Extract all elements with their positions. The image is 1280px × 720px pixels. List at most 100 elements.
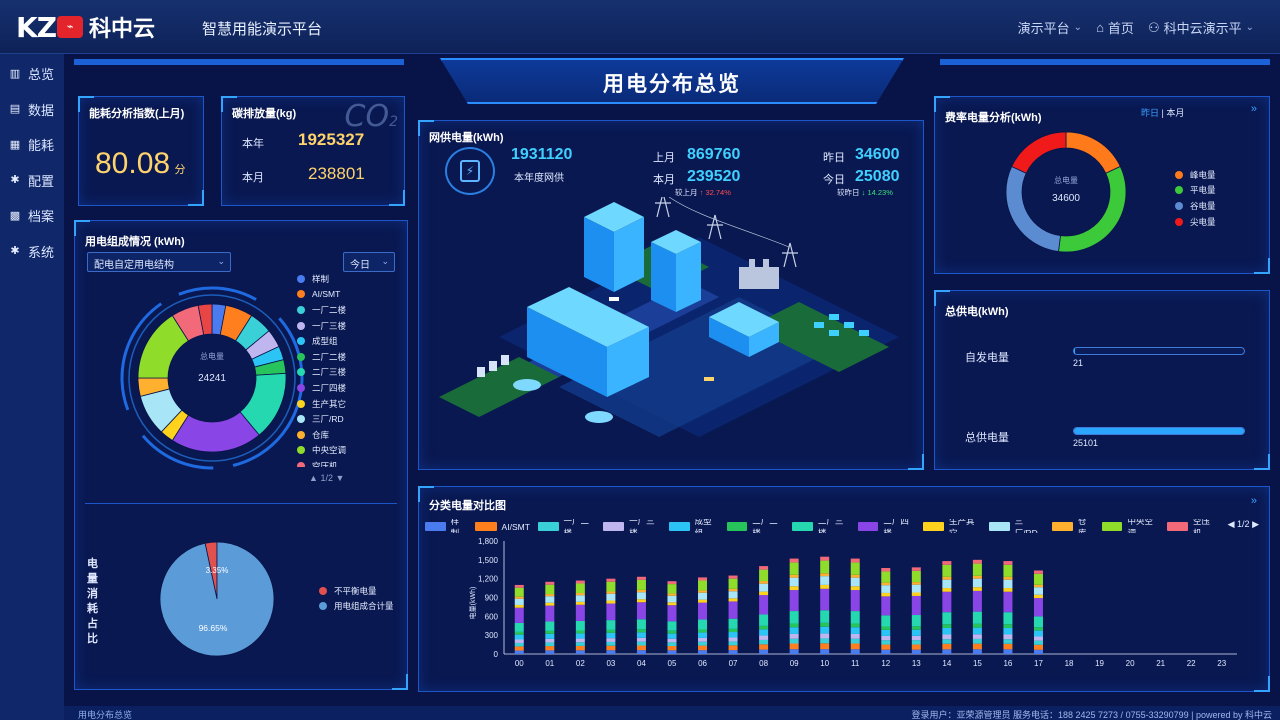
bar-segment[interactable] [820,633,830,639]
bar-segment[interactable] [881,596,891,616]
tab-yesterday[interactable]: 昨日 [1141,108,1160,118]
bar-segment[interactable] [1033,649,1043,654]
donut-slice[interactable] [1065,131,1121,174]
bar-segment[interactable] [759,591,769,596]
legend-item[interactable]: 空压机 [297,458,346,467]
legend-item[interactable]: 仓库 [1052,519,1094,533]
bar-segment[interactable] [514,622,524,632]
bar-segment[interactable] [911,649,921,654]
bar-segment[interactable] [667,630,677,634]
bar-segment[interactable] [972,587,982,591]
bar-segment[interactable] [759,566,769,570]
legend-item[interactable]: 谷电量 [1175,198,1216,214]
legend-item[interactable]: 平电量 [1175,183,1216,199]
bar-segment[interactable] [850,558,860,563]
pager-prev-icon[interactable]: ◀ [1227,519,1235,529]
bar-segment[interactable] [820,560,830,574]
bar-segment[interactable] [881,615,891,627]
bar-segment[interactable] [514,646,524,651]
bar-segment[interactable] [1033,627,1043,631]
legend-item[interactable]: 用电组成合计量 [319,599,394,615]
pager-next-icon[interactable]: ▶ [1252,519,1259,529]
legend-item[interactable]: 二厂二楼 [297,349,346,365]
bar-segment[interactable] [698,650,708,654]
legend-item[interactable]: 峰电量 [1175,167,1216,183]
bar-segment[interactable] [606,650,616,654]
bar-segment[interactable] [759,614,769,626]
bar-segment[interactable] [911,582,921,585]
bar-segment[interactable] [1033,587,1043,595]
logo[interactable]: KZ ⌁ 科中云 [16,11,155,44]
bar-segment[interactable] [1003,639,1013,644]
bar-segment[interactable] [667,633,677,639]
bar-segment[interactable] [667,584,677,594]
bar-segment[interactable] [728,645,738,651]
bar-segment[interactable] [545,602,555,606]
bar-segment[interactable] [972,590,982,612]
bar-segment[interactable] [667,621,677,631]
legend-item[interactable]: 不平衡电量 [319,583,394,599]
bar-segment[interactable] [881,640,891,645]
bar-segment[interactable] [545,646,555,651]
bar-segment[interactable] [972,627,982,635]
bar-segment[interactable] [667,605,677,622]
bar-segment[interactable] [636,576,646,580]
bar-segment[interactable] [942,561,952,565]
bar-segment[interactable] [911,640,921,645]
bar-segment[interactable] [606,632,616,639]
home-link[interactable]: ⌂ 首页 [1096,18,1134,37]
bar-segment[interactable] [1003,643,1013,650]
bar-segment[interactable] [698,580,708,591]
sidebar-item-archive[interactable]: ▩ 档案 [0,198,64,234]
bar-segment[interactable] [942,627,952,635]
tab-month[interactable]: 本月 [1166,108,1185,118]
bar-segment[interactable] [514,639,524,643]
bar-segment[interactable] [514,642,524,647]
bar-segment[interactable] [820,626,830,634]
bar-segment[interactable] [850,643,860,650]
bar-segment[interactable] [606,645,616,651]
bar-segment[interactable] [972,563,982,576]
bar-segment[interactable] [698,632,708,638]
bar-segment[interactable] [881,582,891,586]
bar-segment[interactable] [789,643,799,650]
legend-item[interactable]: 二厂四楼 [857,519,916,533]
bar-segment[interactable] [1003,579,1013,589]
sidebar-item-overview[interactable]: ▥ 总览 [0,56,64,92]
bar-segment[interactable] [667,595,677,603]
bar-segment[interactable] [1003,576,1013,580]
legend-item[interactable]: 二厂三楼 [792,519,850,533]
bar-segment[interactable] [911,644,921,650]
donut-slice[interactable] [1011,131,1067,174]
legend-item[interactable]: 仓库 [297,427,346,443]
bar-segment[interactable] [850,611,860,624]
donut-slice[interactable] [197,303,213,336]
bar-segment[interactable] [1003,624,1013,628]
bar-segment[interactable] [759,583,769,592]
bar-segment[interactable] [820,576,830,585]
bar-segment[interactable] [972,638,982,644]
bar-segment[interactable] [728,641,738,646]
bar-segment[interactable] [1033,630,1043,637]
bar-segment[interactable] [698,619,708,630]
bar-segment[interactable] [575,638,585,643]
bar-segment[interactable] [881,592,891,597]
bar-segment[interactable] [789,586,799,591]
bar-segment[interactable] [545,650,555,654]
bar-segment[interactable] [575,601,585,605]
bar-segment[interactable] [850,623,860,628]
legend-item[interactable]: 样制 [297,271,346,287]
bar-segment[interactable] [789,574,799,578]
bar-segment[interactable] [728,637,738,642]
bar-segment[interactable] [972,575,982,579]
legend-item[interactable]: 二厂四楼 [297,380,346,396]
bar-segment[interactable] [636,632,646,638]
bar-segment[interactable] [972,634,982,639]
legend-item[interactable]: 中央空调 [1101,519,1160,533]
bar-segment[interactable] [728,575,738,579]
legend-item[interactable]: 生产其它 [297,396,346,412]
bar-segment[interactable] [942,588,952,592]
bar-segment[interactable] [545,630,555,634]
bar-segment[interactable] [1033,594,1043,599]
bar-segment[interactable] [942,591,952,613]
